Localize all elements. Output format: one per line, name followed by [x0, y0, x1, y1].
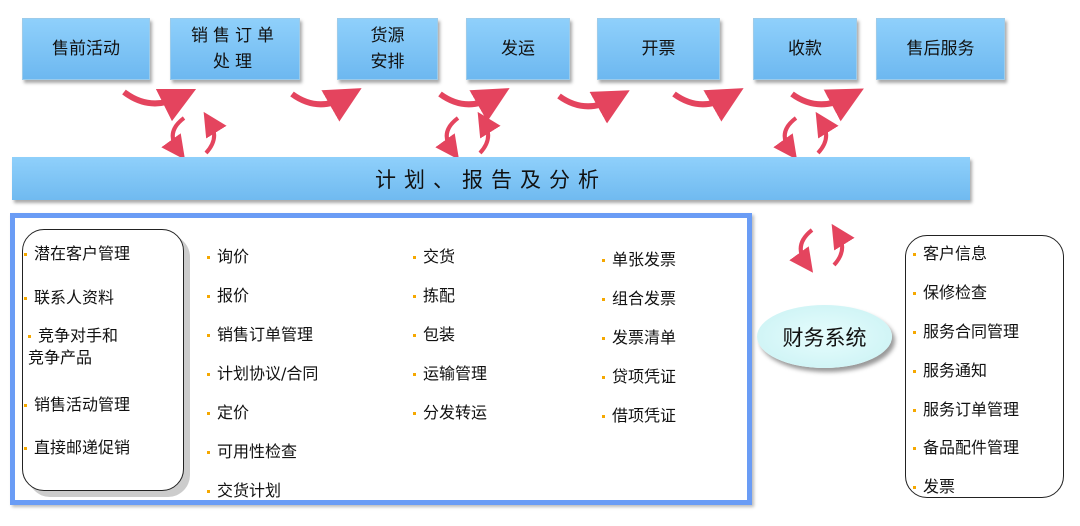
step-label: 开票: [641, 39, 676, 59]
list-item: 计划协议/合同: [207, 360, 318, 384]
list-item: 拣配: [413, 282, 455, 306]
list-item: 定价: [207, 399, 249, 423]
list-item: 运输管理: [413, 360, 487, 384]
step-label: 销售订单处理: [191, 26, 279, 72]
step-label: 售前活动: [52, 39, 120, 59]
list-item: 可用性检查: [207, 438, 297, 462]
list-item: 竞争对手和竞争产品: [28, 325, 128, 369]
flow-arrow: [790, 88, 864, 122]
cycle-arrow-icon: [773, 116, 798, 160]
step-sourcing: 货源安排: [337, 18, 438, 80]
list-item: 销售活动管理: [24, 391, 130, 415]
step-presales: 售前活动: [22, 18, 150, 80]
flow-arrow: [122, 88, 197, 122]
list-item: 潜在客户管理: [24, 240, 130, 264]
step-payment: 收款: [753, 18, 857, 80]
step-sales-order: 销售订单处理: [170, 18, 300, 80]
list-item: 报价: [207, 282, 249, 306]
list-item: 保修检查: [913, 279, 987, 303]
list-item: 询价: [207, 243, 249, 267]
flow-arrow: [438, 88, 510, 122]
cycle-arrow-icon: [161, 116, 186, 160]
list-item: 分发转运: [413, 399, 487, 423]
list-item: 组合发票: [602, 285, 676, 309]
step-label: 货源安排: [370, 26, 405, 72]
list-item: 交货计划: [207, 477, 281, 501]
flow-arrow: [672, 88, 744, 122]
list-item: 服务订单管理: [913, 396, 1019, 420]
cycle-arrow-icon: [203, 111, 227, 155]
list-item: 客户信息: [913, 240, 987, 264]
step-label: 收款: [788, 39, 822, 59]
flow-arrow: [557, 90, 630, 124]
list-item: 交货: [413, 243, 455, 267]
cycle-arrow-icon: [815, 111, 839, 155]
list-item: 贷项凭证: [602, 363, 676, 387]
finance-system-ellipse: 财务系统: [757, 305, 892, 368]
finance-label: 财务系统: [782, 325, 867, 350]
list-item: 服务合同管理: [913, 318, 1019, 342]
list-item: 发票: [913, 473, 955, 497]
cycle-arrow-icon: [477, 111, 501, 155]
step-shipping: 发运: [466, 18, 570, 80]
list-item: 销售订单管理: [207, 321, 313, 345]
step-aftersales: 售后服务: [876, 18, 1005, 80]
cycle-arrow-icon: [435, 116, 460, 160]
cycle-arrow-icon: [789, 228, 814, 273]
cycle-arrow-icon: [831, 223, 855, 267]
step-label: 售后服务: [906, 39, 975, 59]
list-item: 服务通知: [913, 357, 987, 381]
step-label: 发运: [501, 39, 535, 59]
step-billing: 开票: [597, 18, 720, 80]
list-item: 包装: [413, 321, 455, 345]
sales-distribution-frame: [10, 213, 752, 505]
planning-label: 计划、报告及分析: [375, 167, 607, 192]
list-item: 借项凭证: [602, 402, 676, 426]
flow-arrow: [290, 88, 362, 122]
planning-bar: 计划、报告及分析: [12, 157, 970, 200]
list-item: 单张发票: [602, 246, 676, 270]
list-item: 备品配件管理: [913, 434, 1019, 458]
list-item: 发票清单: [602, 324, 676, 348]
list-item: 联系人资料: [24, 284, 114, 308]
list-item: 直接邮递促销: [24, 434, 130, 458]
